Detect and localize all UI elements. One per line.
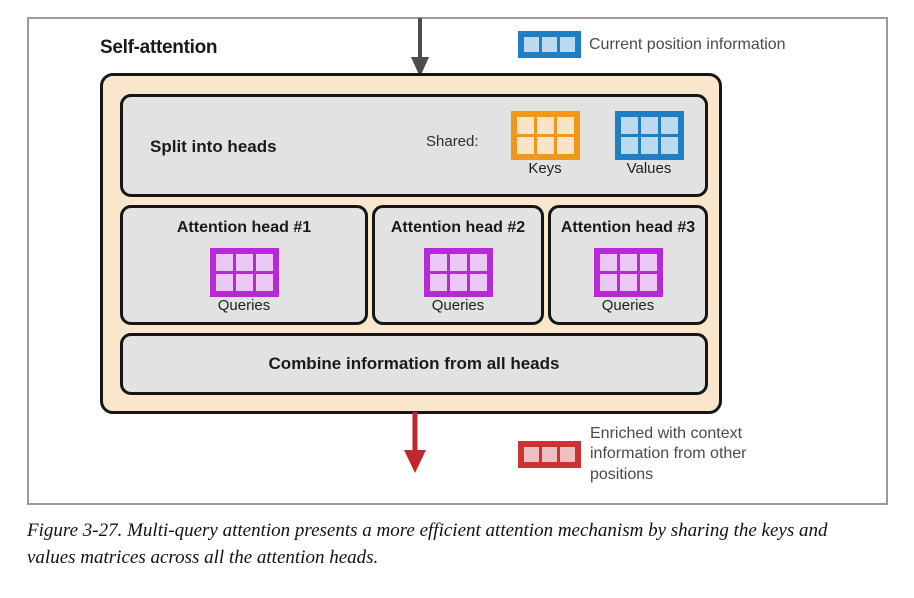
attention-head-3-title: Attention head #3 — [560, 219, 696, 236]
matrix-cell — [536, 117, 554, 134]
keys-caption: Keys — [528, 160, 562, 177]
split-into-heads-label: Split into heads — [150, 137, 277, 156]
matrix-cell — [215, 254, 233, 271]
red-matrix-strip-icon — [518, 440, 581, 468]
legend-bottom-label: Enriched with context information from o… — [590, 425, 747, 483]
attention-head-3-matrix-group: Queries — [551, 248, 705, 314]
matrix-cell — [619, 254, 637, 271]
matrix-cell — [429, 274, 447, 291]
arrow-down-icon — [411, 18, 429, 77]
matrix-cell — [469, 274, 487, 291]
attention-head-2-box: Attention head #2 Queries — [372, 205, 544, 325]
matrix-cell — [556, 137, 574, 154]
attention-head-2-matrix-group: Queries — [375, 248, 541, 314]
matrix-cell — [449, 274, 467, 291]
keys-matrix-icon — [510, 111, 580, 160]
matrix-cell — [639, 254, 657, 271]
matrix-cell — [620, 137, 638, 154]
matrix-cell — [429, 254, 447, 271]
self-attention-panel: Split into heads Shared: Keys V — [100, 73, 722, 414]
matrix-cell — [469, 254, 487, 271]
legend-cell — [542, 37, 557, 52]
matrix-cell — [516, 117, 534, 134]
queries-caption: Queries — [217, 297, 271, 314]
queries-caption: Queries — [431, 297, 485, 314]
split-into-heads-box: Split into heads Shared: Keys V — [120, 94, 708, 197]
queries-matrix-icon — [423, 248, 493, 297]
combine-information-box: Combine information from all heads — [120, 333, 708, 395]
queries-matrix-icon — [209, 248, 279, 297]
matrix-cell — [536, 137, 554, 154]
matrix-cell — [599, 254, 617, 271]
legend-cell — [524, 37, 539, 52]
queries-caption: Queries — [601, 297, 655, 314]
attention-head-1-title: Attention head #1 — [176, 219, 312, 236]
attention-head-1-box: Attention head #1 Queries — [120, 205, 368, 325]
figure-caption: Figure 3-27. Multi-query attention prese… — [27, 520, 828, 568]
combine-information-label: Combine information from all heads — [268, 354, 560, 373]
matrix-cell — [660, 117, 678, 134]
legend-cell — [560, 446, 575, 462]
legend-cell — [542, 446, 557, 462]
keys-matrix-group: Keys — [502, 111, 588, 177]
matrix-cell — [619, 274, 637, 291]
blue-matrix-strip-icon — [518, 31, 581, 58]
values-matrix-icon — [614, 111, 684, 160]
attention-head-2-title: Attention head #2 — [390, 219, 526, 236]
matrix-cell — [235, 254, 253, 271]
attention-head-1-matrix-group: Queries — [123, 248, 365, 314]
matrix-cell — [449, 254, 467, 271]
matrix-cell — [640, 137, 658, 154]
matrix-cell — [556, 117, 574, 134]
legend-cell — [560, 37, 575, 52]
arrow-down-icon — [404, 412, 426, 473]
values-caption: Values — [626, 160, 672, 177]
shared-label: Shared: — [426, 133, 479, 150]
attention-head-3-box: Attention head #3 Queries — [548, 205, 708, 325]
matrix-cell — [215, 274, 233, 291]
matrix-cell — [660, 137, 678, 154]
matrix-cell — [640, 117, 658, 134]
matrix-cell — [516, 137, 534, 154]
matrix-cell — [639, 274, 657, 291]
legend-top-label: Current position information — [589, 35, 786, 53]
matrix-cell — [620, 117, 638, 134]
values-matrix-group: Values — [606, 111, 692, 177]
legend-current-position: Current position information — [518, 31, 786, 58]
matrix-cell — [235, 274, 253, 291]
legend-enriched-context: Enriched with context information from o… — [518, 424, 785, 485]
matrix-cell — [255, 274, 273, 291]
matrix-cell — [255, 254, 273, 271]
legend-cell — [524, 446, 539, 462]
matrix-cell — [599, 274, 617, 291]
page-title: Self-attention — [100, 37, 218, 58]
queries-matrix-icon — [593, 248, 663, 297]
